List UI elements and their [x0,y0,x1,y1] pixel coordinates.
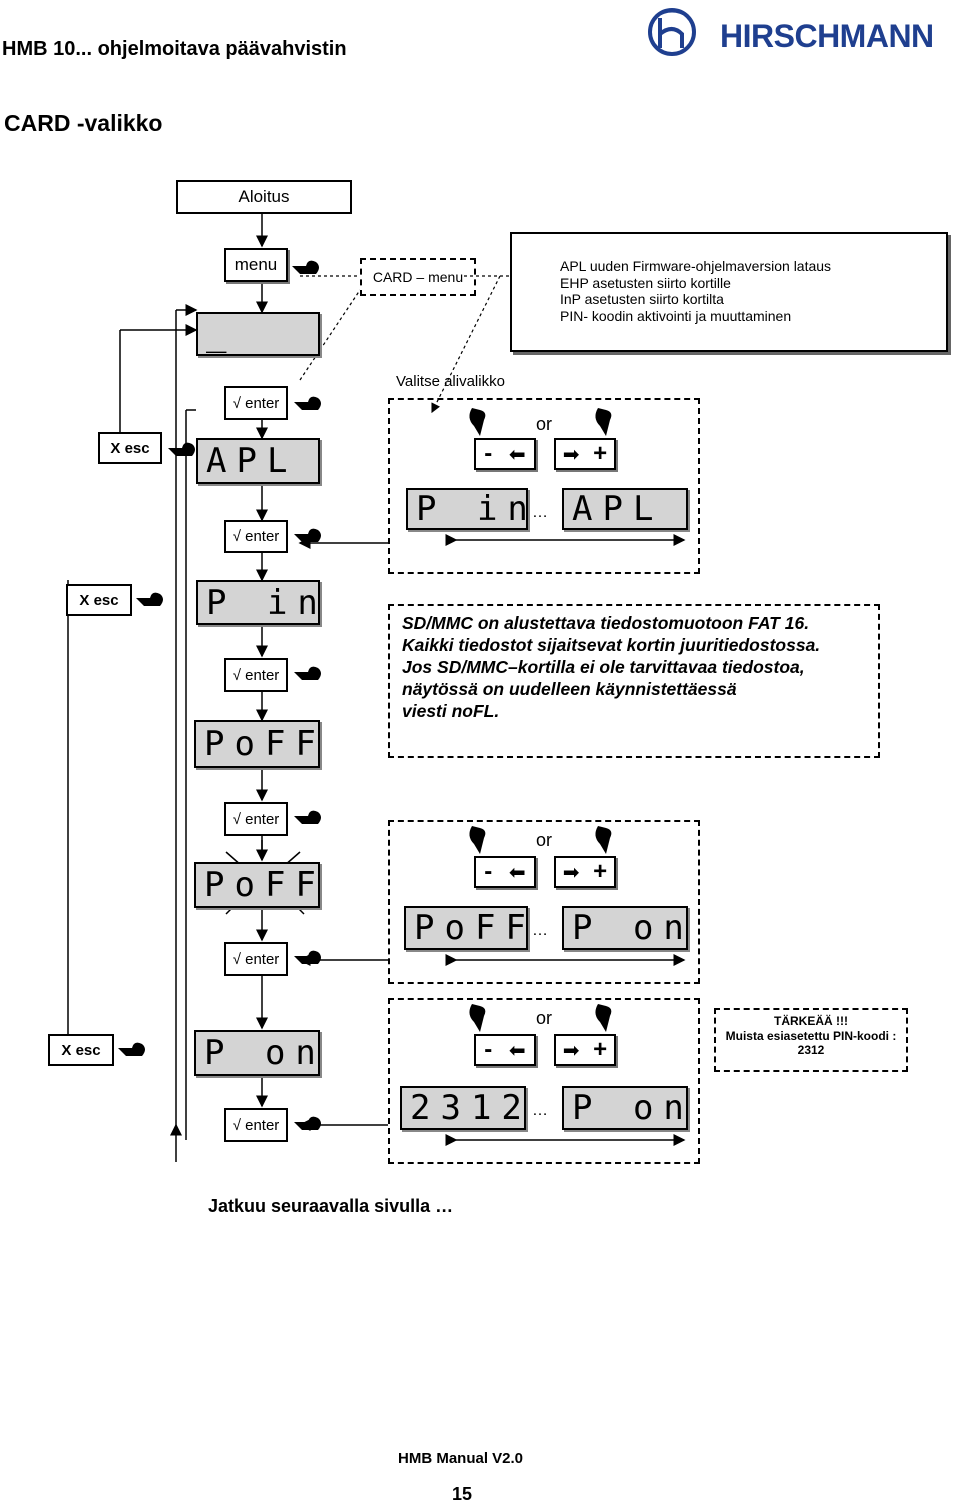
enter-button[interactable]: √ enter [224,658,288,692]
hand-pointer-icon [294,396,321,410]
display-pon: P on [194,1030,320,1076]
info-line: InP asetusten siirto kortilta [560,291,724,307]
note-line: Kaikki tiedostot sijaitsevat kortin juur… [402,635,821,655]
arrow-left-icon: ⬅ [508,443,526,466]
minus-button[interactable]: -⬅ [474,856,536,888]
plus-button[interactable]: ➡+ [554,856,616,888]
note-line: Jos SD/MMC–kortilla ei ole tarvittavaa t… [402,657,805,677]
hand-down-icon [595,408,612,436]
selection-group [388,398,700,574]
display-poff: PoFF [404,906,528,950]
note-line: viesti noFL. [402,701,500,721]
important-note [714,1008,908,1072]
hand-down-icon [595,1004,612,1032]
section-title: CARD -valikko [4,110,163,136]
display-poff-blinking: PoFF [194,862,320,908]
hand-down-icon [595,826,612,854]
hand-pointer-icon [118,1042,145,1056]
or-label: or [536,830,553,850]
arrow-right-icon: ➡ [562,1039,580,1062]
note-line: SD/MMC on alustettava tiedostomuotoon FA… [402,613,810,633]
enter-button[interactable]: √ enter [224,942,288,976]
hand-pointer-icon [136,592,163,606]
document-title: HMB 10... ohjelmoitava päävahvistin [2,38,347,60]
continue-text: Jatkuu seuraavalla sivulla … [208,1196,454,1216]
esc-button[interactable]: X esc [66,584,132,616]
start-button[interactable]: Aloitus [176,180,352,214]
ellipsis: … [532,1102,548,1119]
hand-down-icon [469,826,486,854]
enter-button[interactable]: √ enter [224,520,288,553]
info-line: EHP asetusten siirto kortille [560,274,731,291]
hand-down-icon [469,1004,486,1032]
display-apl: APL [196,438,320,484]
or-label: or [536,1008,553,1028]
arrow-left-icon: ⬅ [508,1039,526,1062]
submenu-label: Valitse alivalikko [396,373,505,390]
plus-button[interactable]: ➡+ [554,1034,616,1066]
or-label: or [536,414,553,434]
hand-pointer-icon [294,1116,321,1130]
info-box: APL uuden Firmware-ohjelmaversion lataus… [510,232,948,352]
arrow-right-icon: ➡ [562,443,580,466]
display-pon: P on [562,906,688,950]
hand-pointer-icon [294,950,321,964]
brand-name: HIRSCHMANN [720,18,934,54]
important-code: 2312 [797,1043,825,1057]
note-line: näytössä on uudelleen käynnistettäessä [402,679,737,699]
minus-button[interactable]: -⬅ [474,1034,536,1066]
hand-pointer-icon [294,528,321,542]
hirschmann-logo-icon [648,8,696,56]
esc-button[interactable]: X esc [98,432,162,464]
display-pin: P in [406,488,528,530]
menu-button[interactable]: menu [224,248,288,282]
display-apl: APL [562,488,688,530]
plus-button[interactable]: ➡+ [554,438,616,470]
display-cursor: _ [196,312,320,356]
display-pon: P on [562,1086,688,1130]
selection-group [388,998,700,1164]
hand-pointer-icon [292,260,319,274]
info-line: PIN- koodin aktivointi ja muuttaminen [560,307,792,324]
ellipsis: … [532,922,548,939]
display-poff: PoFF [194,720,320,768]
enter-button[interactable]: √ enter [224,802,288,836]
hand-pointer-icon [294,666,321,680]
card-menu-label: CARD – menu [360,258,476,296]
selection-group [388,820,700,984]
display-pin: P in [196,580,320,625]
enter-button[interactable]: √ enter [224,386,288,420]
hand-pointer-icon [168,442,195,456]
arrow-left-icon: ⬅ [508,861,526,884]
info-line: APL uuden Firmware-ohjelmaversion lataus [560,258,832,274]
arrow-right-icon: ➡ [562,861,580,884]
ellipsis: … [532,504,548,521]
page-number: 15 [452,1484,473,1504]
note-box [388,604,880,758]
hand-pointer-icon [294,810,321,824]
footer-manual: HMB Manual V2.0 [398,1450,524,1467]
esc-button[interactable]: X esc [48,1034,114,1066]
display-code: 2312 [400,1086,526,1130]
important-title: TÄRKEÄÄ !!! [774,1014,848,1028]
enter-button[interactable]: √ enter [224,1108,288,1142]
important-line: Muista esiasetettu PIN-koodi : [725,1029,897,1043]
minus-button[interactable]: -⬅ [474,438,536,470]
hand-down-icon [469,408,486,436]
